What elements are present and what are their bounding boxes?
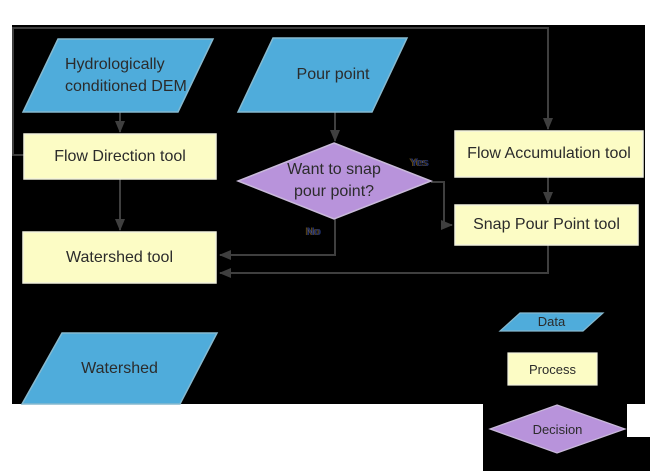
decision-label: Want to snap pour point? — [287, 161, 381, 200]
connector-decision-no-to-watershed-tool — [219, 219, 336, 260]
legend-decision-label: Decision — [532, 421, 583, 437]
pour-point-parallelogram — [236, 37, 409, 113]
watershed-tool-label: Watershed tool — [65, 248, 173, 266]
watershed-tool-box — [22, 231, 217, 284]
connector-flow-direction-to-flow-accumulation — [12, 27, 553, 156]
dem-parallelogram — [21, 38, 215, 113]
watershed-parallelogram — [20, 332, 219, 405]
canvas-corner — [627, 437, 650, 471]
watershed-label: Watershed — [81, 359, 158, 377]
connector-snap-pour-point-to-watershed-tool — [219, 245, 549, 278]
legend-decision-shape — [488, 404, 627, 454]
pour-point-label: Pour point — [296, 66, 370, 83]
no-edge-label: No — [306, 226, 321, 238]
dem-label: Hydrologically conditioned DEM — [65, 55, 187, 95]
legend-data-shape — [498, 312, 605, 332]
yes-edge-label: Yes — [410, 157, 428, 169]
legend-process-label: Process — [529, 361, 576, 377]
decision-diamond — [235, 142, 434, 220]
legend-process-shape — [507, 352, 598, 386]
connector-decision-yes-to-snap-pour-point — [431, 181, 453, 230]
snap-pour-point-label: Snap Pour Point tool — [473, 216, 620, 233]
flow-direction-label: Flow Direction tool — [54, 147, 186, 165]
flow-direction-box — [23, 133, 217, 180]
legend-data-label: Data — [537, 314, 566, 329]
flow-accumulation-label: Flow Accumulation tool — [467, 145, 631, 162]
snap-pour-point-box — [454, 204, 639, 246]
flow-accumulation-box — [454, 130, 644, 178]
